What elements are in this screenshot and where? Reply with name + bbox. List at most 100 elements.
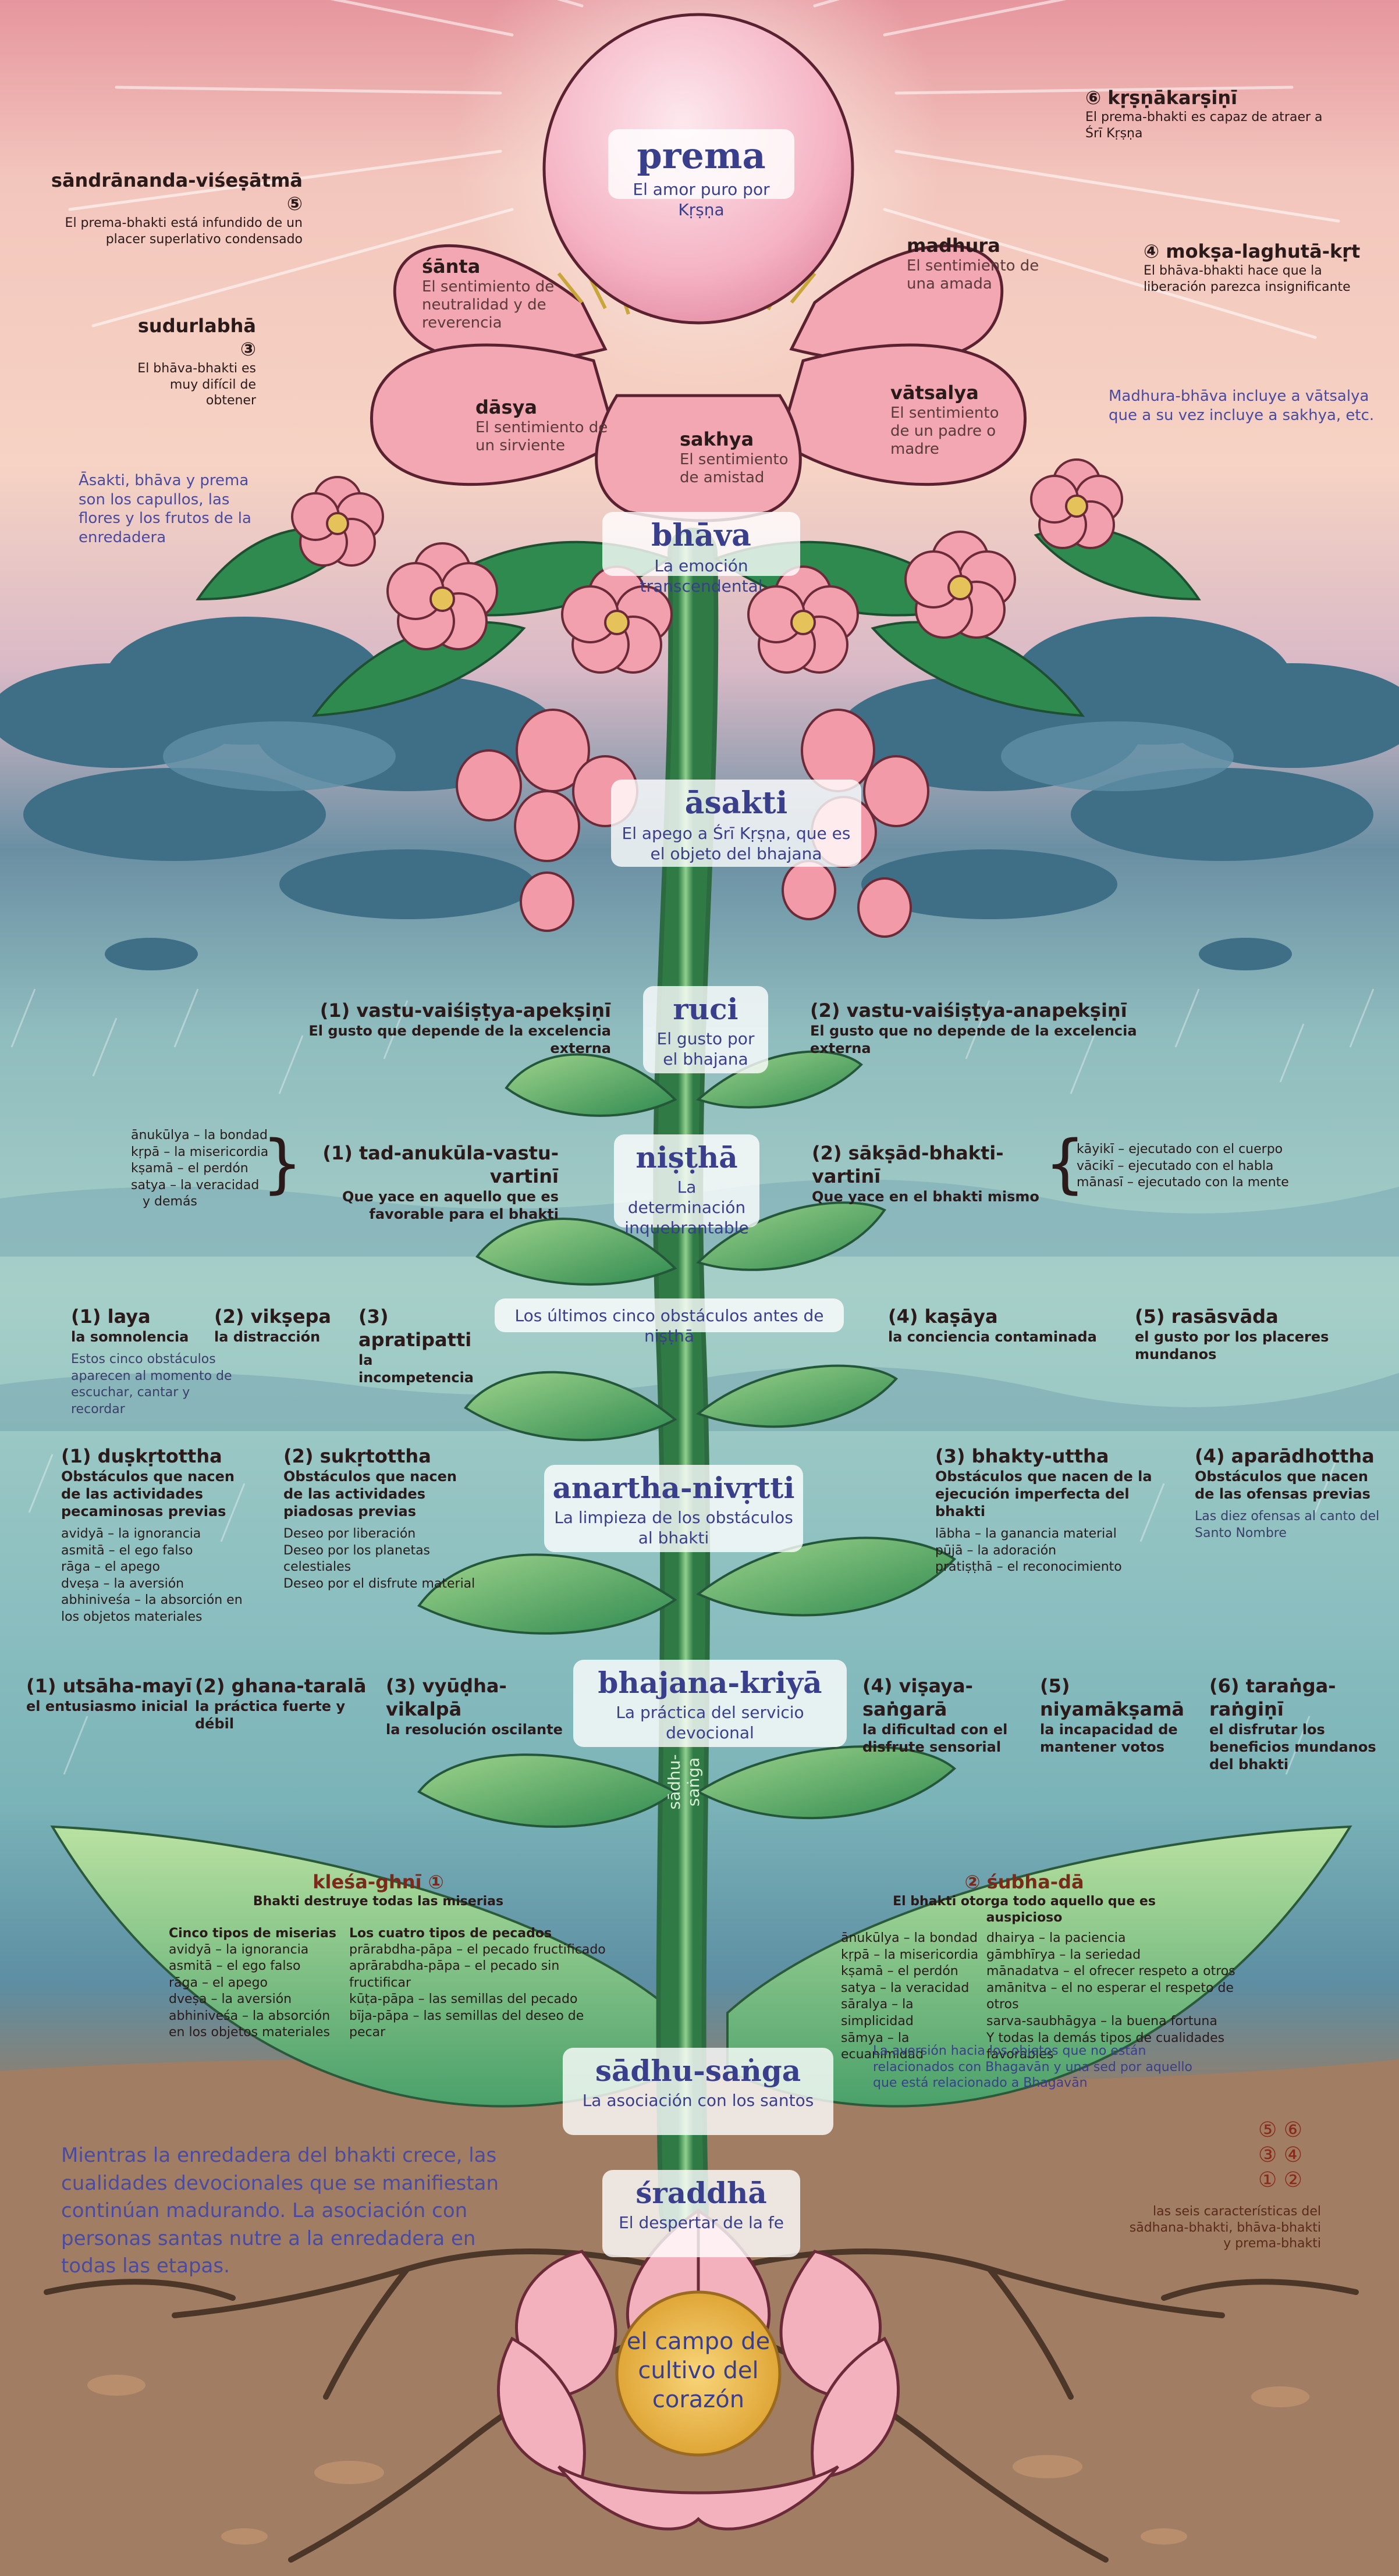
- sraddha-label: śraddhā El despertar de la fe: [602, 2170, 800, 2257]
- niyamaksama-desc: la incapacidad de mantener votos: [1040, 1721, 1178, 1755]
- vyudha-vikalpa-desc: la resolución oscilante: [386, 1721, 563, 1738]
- characteristic-5: sāndrānanda-viśeṣātmā ⑤ El prema-bhakti …: [47, 169, 303, 247]
- ruci-right: (2) vastu-vaiśiṣṭya-anapekṣiṇī El gusto …: [810, 999, 1183, 1057]
- bhajana-kriya-subtitle: La práctica del servicio devocional: [616, 1703, 804, 1742]
- petal-santa: śānta El sentimiento de neutralidad y de…: [422, 255, 596, 333]
- ruci-right-desc: El gusto que no depende de la excelencia…: [810, 1023, 1137, 1056]
- obstacle-kasaya: (4) kaṣāya la conciencia contaminada: [888, 1305, 1132, 1346]
- sin-item: aprārabdha-pāpa – el pecado sin fructifi…: [349, 1959, 560, 1990]
- misery-item: abhiniveśa – la absorción en los objetos…: [169, 2008, 331, 2040]
- prema-subtitle: El amor puro por Kṛṣṇa: [633, 180, 770, 220]
- legend-row-1: ⑤ ⑥: [1258, 2118, 1302, 2142]
- klesa-ghni-subtitle: Bhakti destruye todas las miserias: [253, 1894, 504, 1909]
- characteristic-5-desc: El prema-bhakti está infundido de un pla…: [65, 216, 303, 247]
- quality-item: kṣamā – el perdón: [841, 1964, 958, 1979]
- subha-da-title: ② śubha-dā: [964, 1871, 1084, 1893]
- asakti-subtitle: El apego a Śrī Kṛṣṇa, que es el objeto d…: [622, 824, 851, 864]
- bhajana-kriya-label: bhajana-kriyā La práctica del servicio d…: [573, 1660, 847, 1747]
- ruci-title: ruci: [673, 992, 738, 1026]
- apratipatti-desc: la incompetencia: [358, 1352, 474, 1386]
- nistha-right-item: mānasī – ejecutado con la mente: [1077, 1175, 1289, 1190]
- bhakty-uttha-item: pūjā – la adoración: [935, 1543, 1057, 1558]
- miseries-title: Cinco tipos de miserias: [169, 1926, 336, 1941]
- bottom-note: Mientras la enredadera del bhakti crece,…: [61, 2144, 499, 2278]
- sadhu-sanga-label: sādhu-saṅga La asociación con los santos: [563, 2048, 833, 2135]
- nistha-right-list: kāyikī – ejecutado con el cuerpo vācikī …: [1077, 1141, 1379, 1191]
- legend-numbers: ⑤ ⑥ ③ ④ ① ②: [1245, 2118, 1315, 2193]
- visaya-sangara-title: (4) viṣaya-saṅgarā: [862, 1675, 973, 1720]
- prema-label: prema El amor puro por Kṛṣṇa: [608, 129, 794, 219]
- ruci-right-title: (2) vastu-vaiśiṣṭya-anapekṣiṇī: [810, 999, 1127, 1022]
- klesa-sins: Los cuatro tipos de pecados prārabdha-pā…: [349, 1926, 617, 2041]
- petal-sakhya: sakhya El sentimiento de amistad: [680, 428, 808, 487]
- bhajana-kriya-title: bhajana-kriyā: [598, 1666, 822, 1700]
- brace-right: }: [262, 1126, 303, 1201]
- sukrtottha-item: Deseo por el disfrute material: [283, 1576, 475, 1591]
- right-big-leaf: [726, 1825, 1352, 2108]
- characteristic-4-title: ④ mokṣa-laghutā-kṛt: [1144, 240, 1361, 262]
- characteristic-5-title: sāndrānanda-viśeṣātmā ⑤: [51, 169, 303, 215]
- nistha-subtitle: La determinación inquebrantable: [624, 1177, 749, 1237]
- taranga-rangini-title: (6) taraṅga-raṅgiṇī: [1209, 1675, 1336, 1720]
- light-rays: [68, 0, 1340, 339]
- asakti-label: āsakti El apego a Śrī Kṛṣṇa, que es el o…: [611, 780, 861, 867]
- bhajana-visaya-sangara: (4) viṣaya-saṅgarā la dificultad con el …: [862, 1674, 1037, 1756]
- misery-item: asmitā – el ego falso: [169, 1959, 301, 1974]
- kasaya-title: (4) kaṣāya: [888, 1305, 998, 1328]
- sukrtottha-item: Deseo por los planetas celestiales: [283, 1543, 431, 1575]
- quality-item: Y todas la demás tipos de cualidades fav…: [986, 2030, 1225, 2062]
- taranga-rangini-desc: el disfrutar los beneficios mundanos del…: [1209, 1721, 1376, 1773]
- bhajana-vyudha-vikalpa: (3) vyūḍha-vikalpā la resolución oscilan…: [386, 1674, 572, 1738]
- kasaya-desc: la conciencia contaminada: [888, 1329, 1097, 1345]
- nistha-label: niṣṭhā La determinación inquebrantable: [614, 1134, 759, 1237]
- anartha-duskrtottha: (1) duṣkṛtottha Obstáculos que nacen de …: [61, 1444, 253, 1626]
- anartha-nivrtti-subtitle: La limpieza de los obstáculos al bhakti: [554, 1508, 793, 1547]
- sukrtottha-desc: Obstáculos que nacen de las actividades …: [283, 1468, 457, 1520]
- sadhu-sanga-title: sādhu-saṅga: [595, 2054, 801, 2088]
- sraddha-title: śraddhā: [635, 2176, 767, 2210]
- ruci-label: ruci El gusto por el bhajana: [643, 986, 768, 1073]
- utsaha-mayi-title: (1) utsāha-mayī: [26, 1675, 192, 1697]
- bhajana-utsaha-mayi: (1) utsāha-mayī el entusiasmo inicial: [26, 1674, 195, 1715]
- madhura-desc: El sentimiento de una amada: [907, 257, 1039, 293]
- legend-row-3: ① ②: [1258, 2168, 1302, 2193]
- anartha-bhakty-uttha: (3) bhakty-uttha Obstáculos que nacen de…: [935, 1444, 1180, 1576]
- quality-item: satya – la veracidad: [841, 1980, 970, 1995]
- quality-item: sāmya – la ecuanimidad: [841, 2030, 924, 2062]
- stem-sadhu-sanga-label: sādhu-saṅga: [665, 1754, 703, 1810]
- anartha-aparadhottha: (4) aparādhottha Obstáculos que nacen de…: [1195, 1444, 1387, 1542]
- dasya-desc: El sentimiento de un sirviente: [475, 419, 608, 455]
- klesa-ghni-title: kleśa-ghnī ①: [313, 1871, 444, 1893]
- nistha-left-list: ānukūlya – la bondad kṛpā – la misericor…: [131, 1127, 271, 1211]
- asakti-bhava-prema-note: Āsakti, bhāva y prema son los capullos, …: [79, 472, 251, 546]
- prema-flower: [370, 244, 1027, 522]
- petal-vatsalya: vātsalya El sentimiento de un padre o ma…: [890, 381, 1018, 459]
- misery-item: avidyā – la ignorancia: [169, 1942, 309, 1957]
- stem-leaves: [417, 1050, 957, 1828]
- aparadhottha-desc: Obstáculos que nacen de las ofensas prev…: [1195, 1468, 1370, 1502]
- legend-text: las seis características del sādhana-bha…: [1129, 2204, 1321, 2251]
- duskrtottha-item: dveṣa – la aversión: [61, 1576, 184, 1591]
- obstacle-viksepa: (2) vikṣepa la distracción: [214, 1305, 342, 1346]
- characteristic-6: ⑥ kṛṣṇākarṣiṇī El prema-bhakti es capaz …: [1085, 86, 1330, 141]
- characteristic-3-title: sudurlabhā ③: [137, 315, 256, 360]
- anartha-sukrtottha: (2) sukṛtottha Obstáculos que nacen de l…: [283, 1444, 475, 1592]
- quality-item: sarva-saubhāgya – la buena fortuna: [986, 2013, 1217, 2029]
- brace-left: {: [1045, 1126, 1085, 1201]
- left-big-leaf: [50, 1825, 676, 2108]
- bhava-label: bhāva La emoción transcendental: [602, 512, 800, 596]
- nistha-left-item: satya – la veracidad: [131, 1177, 260, 1193]
- klesa-miseries: Cinco tipos de miserias avidyā – la igno…: [169, 1926, 343, 2041]
- anartha-nivrtti-title: anartha-nivṛtti: [552, 1471, 795, 1505]
- nistha-title: niṣṭhā: [635, 1140, 738, 1175]
- nistha-right-desc: Que yace en el bhakti mismo: [812, 1189, 1039, 1205]
- quality-item: mānadatva – el ofrecer respeto a otros: [986, 1964, 1235, 1979]
- subha-qualities-2: dhairya – la paciencia gāmbhīrya – la se…: [986, 1930, 1242, 2063]
- quality-item: ānukūlya – la bondad: [841, 1931, 978, 1945]
- duskrtottha-desc: Obstáculos que nacen de las actividades …: [61, 1468, 235, 1520]
- ruci-left-desc: El gusto que depende de la excelencia ex…: [308, 1023, 611, 1056]
- bhakty-uttha-desc: Obstáculos que nacen de la ejecución imp…: [935, 1468, 1152, 1520]
- characteristic-6-desc: El prema-bhakti es capaz de atraer a Śrī…: [1085, 110, 1323, 141]
- obstacle-rasasvada: (5) rasāsvāda el gusto por los placeres …: [1135, 1305, 1391, 1363]
